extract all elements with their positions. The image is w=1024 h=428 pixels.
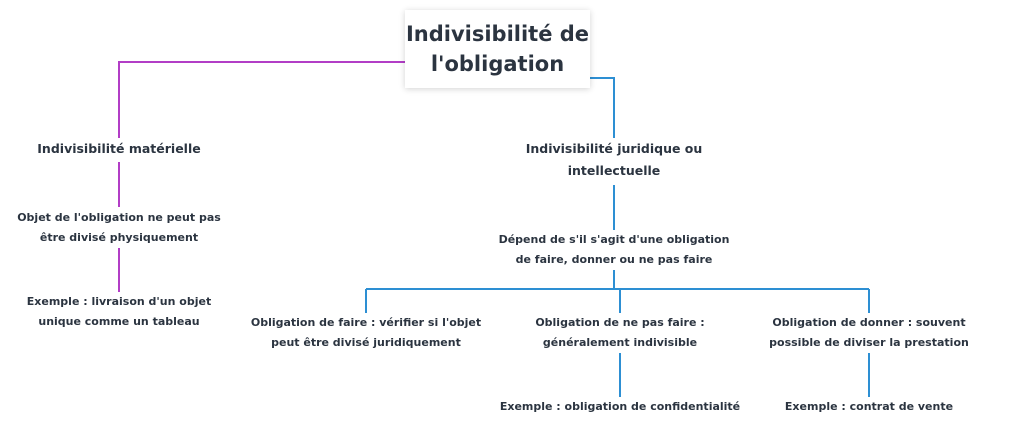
right-title: Indivisibilité juridique ou intellectuel… [525, 141, 703, 178]
root-node: Indivisibilité de l'obligation [405, 10, 590, 88]
connector-root-right [590, 77, 615, 140]
donner-label: Obligation de donner : souvent possible … [769, 316, 969, 349]
donner-example-node: Exemple : contrat de vente [752, 397, 986, 417]
left-title: Indivisibilité matérielle [37, 141, 201, 156]
faire-label: Obligation de faire : vérifier si l'obje… [250, 316, 482, 349]
faire-node: Obligation de faire : vérifier si l'obje… [243, 313, 489, 353]
connector-root-left [118, 61, 405, 140]
left-item2: Exemple : livraison d'un objet unique co… [26, 295, 212, 328]
connector-sub-children [365, 268, 870, 314]
right-title-node: Indivisibilité juridique ou intellectuel… [517, 138, 711, 182]
ne-pas-faire-node: Obligation de ne pas faire : généralemen… [498, 313, 742, 353]
ne-pas-faire-example-node: Exemple : obligation de confidentialité [498, 397, 742, 417]
right-sub: Dépend de s'il s'agit d'une obligation d… [498, 233, 730, 266]
left-title-node: Indivisibilité matérielle [34, 138, 204, 160]
ne-pas-faire-example: Exemple : obligation de confidentialité [499, 400, 741, 413]
ne-pas-faire-label: Obligation de ne pas faire : généralemen… [535, 316, 705, 349]
left-item1-node: Objet de l'obligation ne peut pas être d… [12, 208, 226, 248]
left-item2-node: Exemple : livraison d'un objet unique co… [12, 292, 226, 332]
left-item1: Objet de l'obligation ne peut pas être d… [17, 211, 221, 244]
right-sub-node: Dépend de s'il s'agit d'une obligation d… [498, 230, 730, 270]
donner-node: Obligation de donner : souvent possible … [752, 313, 986, 353]
donner-example: Exemple : contrat de vente [784, 400, 954, 413]
root-title: Indivisibilité de l'obligation [405, 22, 590, 76]
